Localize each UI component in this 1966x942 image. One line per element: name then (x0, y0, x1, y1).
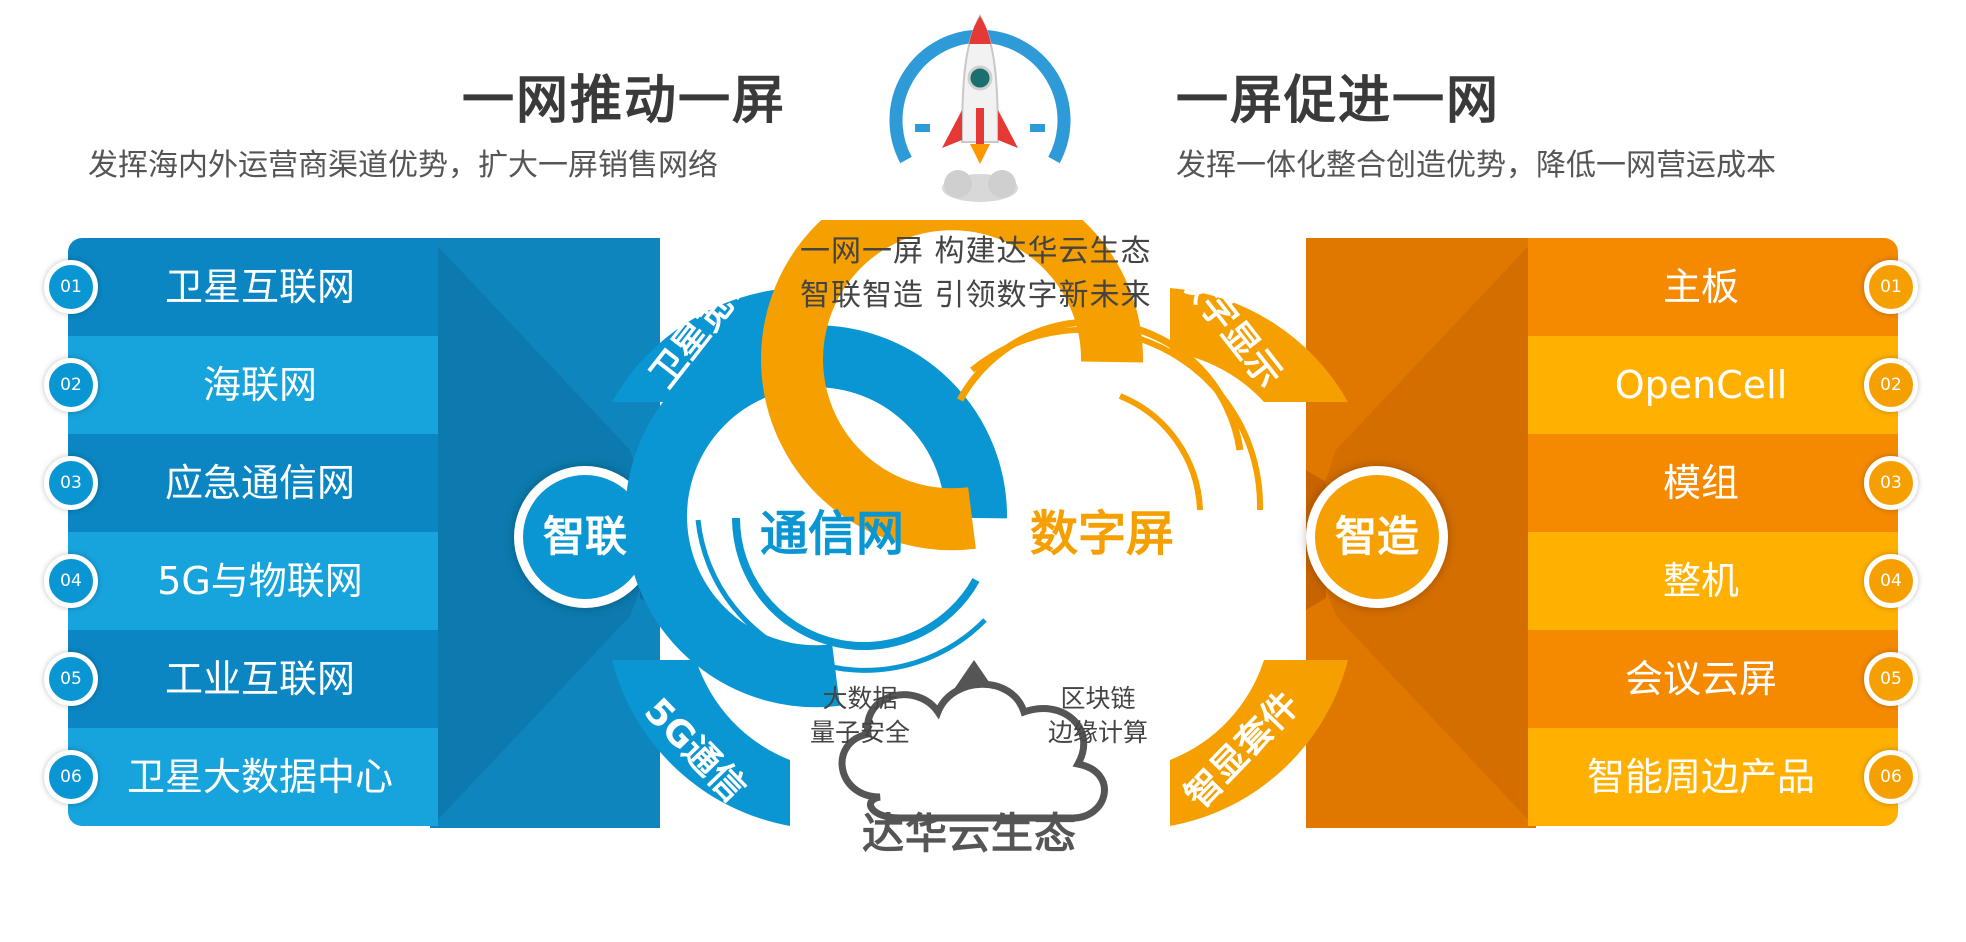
left-row-number-badge: 06 (44, 750, 98, 804)
cloud-label: 达华云生态 (862, 809, 1078, 858)
left-title: 一网推动一屏 (462, 71, 787, 131)
left-row-label: 卫星互联网 (164, 265, 355, 309)
left-row-label: 卫星大数据中心 (126, 755, 393, 799)
left-row-number-badge: 03 (44, 456, 98, 510)
right-row-number-badge: 05 (1864, 652, 1918, 706)
left-row[interactable] (68, 238, 438, 336)
small-left-line1: 大数据 (822, 684, 898, 713)
rocket-icon (889, 13, 1071, 202)
cloud-icon (838, 680, 1108, 822)
right-row-number-badge: 02 (1864, 358, 1918, 412)
left-row-label: 应急通信网 (164, 461, 355, 505)
small-right-line1: 区块链 (1060, 684, 1136, 713)
slogan-line-1: 一网一屏 构建达华云生态 (800, 234, 1152, 269)
right-row-label: 整机 (1662, 559, 1739, 603)
right-row-number-badge: 03 (1864, 456, 1918, 510)
small-right-line2: 边缘计算 (1047, 718, 1148, 747)
right-row[interactable] (1528, 532, 1898, 630)
right-row[interactable] (1528, 630, 1898, 728)
right-title: 一屏促进一网 (1176, 71, 1501, 131)
left-row-label: 5G与物联网 (157, 559, 363, 603)
slogan-line-2: 智联智造 引领数字新未来 (800, 278, 1152, 313)
right-row[interactable] (1528, 336, 1898, 434)
left-row-number-badge: 01 (44, 260, 98, 314)
left-row-label: 海联网 (202, 363, 317, 407)
center-graphic (612, 220, 1348, 826)
left-subtitle: 发挥海内外运营商渠道优势，扩大一屏销售网络 (88, 148, 718, 183)
right-row-label: 模组 (1662, 461, 1739, 505)
left-row[interactable] (68, 532, 438, 630)
left-row[interactable] (68, 728, 438, 826)
left-row[interactable] (68, 336, 438, 434)
small-left-line2: 量子安全 (809, 718, 910, 747)
left-row-number-badge: 05 (44, 652, 98, 706)
right-row-number-badge: 06 (1864, 750, 1918, 804)
ring-label-tongxinwang: 通信网 (760, 506, 905, 562)
right-row[interactable] (1528, 434, 1898, 532)
right-row[interactable] (1528, 728, 1898, 826)
right-row-label: 主板 (1662, 265, 1739, 309)
right-row-number-badge: 01 (1864, 260, 1918, 314)
right-subtitle: 发挥一体化整合创造优势，降低一网营运成本 (1176, 148, 1776, 183)
ring-label-shuzipeng: 数字屏 (1030, 506, 1175, 562)
left-row-number-badge: 02 (44, 358, 98, 412)
right-row[interactable] (1528, 238, 1898, 336)
right-hub-zhizao[interactable]: 智造 (1306, 466, 1448, 608)
right-row-number-badge: 04 (1864, 554, 1918, 608)
left-row[interactable] (68, 630, 438, 728)
left-row-number-badge: 04 (44, 554, 98, 608)
right-row-label: 会议云屏 (1624, 657, 1777, 701)
left-row-label: 工业互联网 (164, 657, 355, 701)
left-row[interactable] (68, 434, 438, 532)
right-row-label: OpenCell (1614, 363, 1788, 407)
right-row-label: 智能周边产品 (1586, 755, 1815, 799)
